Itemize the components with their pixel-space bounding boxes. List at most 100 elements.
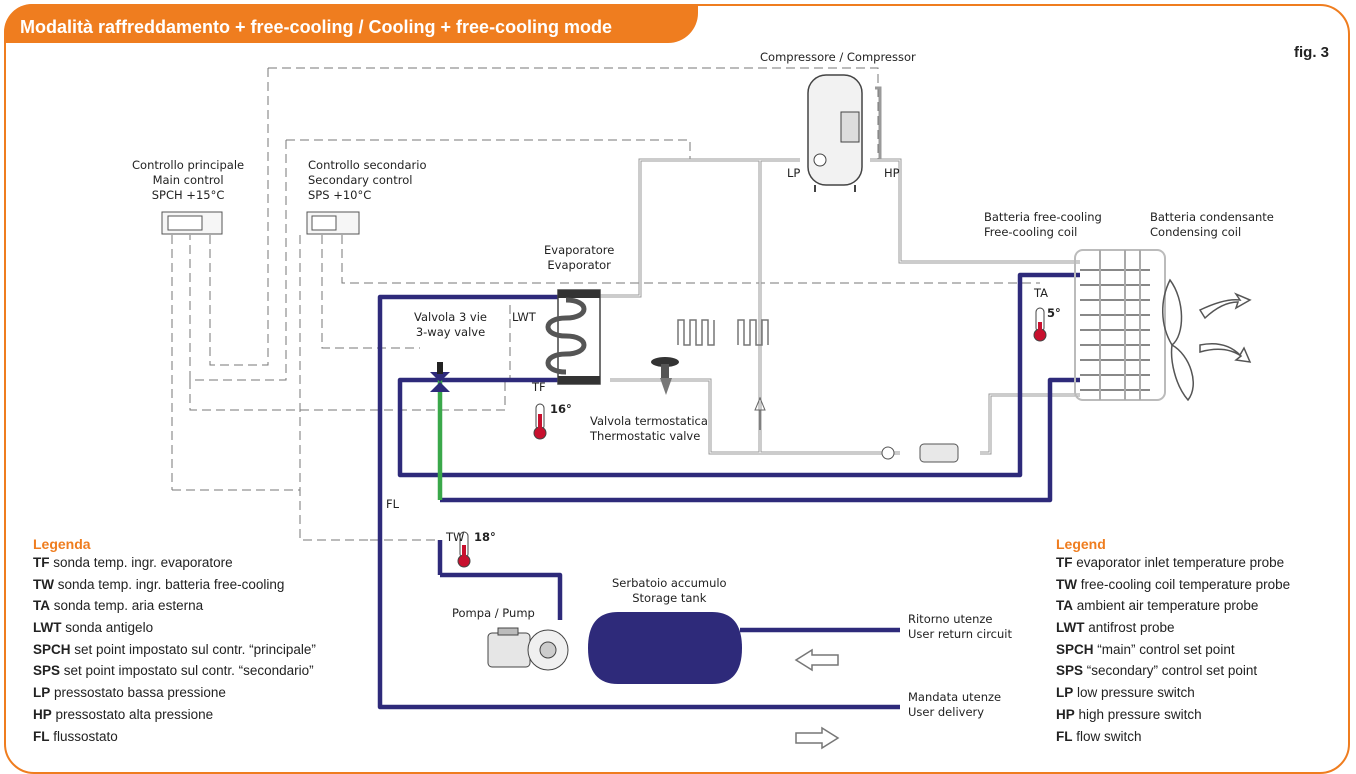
legend-text: evaporator inlet temperature probe — [1072, 555, 1285, 570]
title-banner: Modalità raffreddamento + free-cooling /… — [4, 4, 698, 43]
legend-text: free-cooling coil temperature probe — [1077, 576, 1291, 592]
legend-item: TA ambient air temperature probe — [1056, 595, 1290, 617]
pump-label: Pompa / Pump — [452, 606, 535, 620]
legend-item: TA sonda temp. aria esterna — [33, 595, 316, 617]
tw-label: TW — [446, 530, 465, 544]
compressor-label: Compressore / Compressor — [760, 50, 916, 64]
storage-tank-label: Serbatoio accumulo Storage tank — [612, 576, 727, 605]
pump-drawing — [487, 627, 569, 671]
legend-code: SPCH — [1056, 641, 1094, 657]
legend-item: LP pressostato bassa pressione — [33, 682, 316, 704]
legend-code: SPCH — [33, 641, 71, 657]
lwt-label: LWT — [512, 310, 536, 324]
legend-text: “main” control set point — [1093, 641, 1235, 657]
evaporator-label: Evaporatore Evaporator — [544, 243, 615, 272]
ta-value: 5° — [1047, 306, 1061, 320]
legend-en-title: Legend — [1056, 536, 1106, 552]
legend-code: TW — [1056, 576, 1077, 592]
coils-drawing — [1074, 249, 1166, 401]
legend-code: LWT — [33, 620, 62, 636]
legend-code: HP — [1056, 706, 1075, 722]
legend-code: FL — [1056, 728, 1073, 744]
legend-text: “secondary” control set point — [1083, 663, 1258, 679]
hp-label: HP — [884, 166, 900, 180]
legend-code: LP — [33, 685, 51, 701]
legend-item: TF evaporator inlet temperature probe — [1056, 552, 1290, 574]
legend-text: sonda temp. aria esterna — [50, 598, 204, 614]
legend-text: set point impostato sul contr. “principa… — [70, 641, 316, 657]
legend-text: sonda temp. ingr. batteria free-cooling — [54, 576, 285, 592]
legend-code: LWT — [1056, 620, 1085, 636]
compressor-drawing — [807, 74, 863, 192]
main-control-label: Controllo principale Main control SPCH +… — [132, 158, 245, 202]
liquid-line-components — [754, 396, 959, 463]
evaporator-drawing — [545, 289, 601, 385]
legend-text: pressostato alta pressione — [51, 706, 214, 722]
three-way-valve-drawing — [430, 362, 450, 392]
fl-label: FL — [386, 497, 400, 511]
legend-item: SPS set point impostato sul contr. “seco… — [33, 660, 316, 682]
control-units — [161, 211, 360, 235]
legend-it-title: Legenda — [33, 536, 91, 552]
fan-drawing — [1162, 278, 1252, 402]
legend-code: TF — [1056, 555, 1073, 570]
legend-code: LP — [1056, 685, 1074, 701]
legend-item: TW free-cooling coil temperature probe — [1056, 574, 1290, 596]
legend-item: SPS “secondary” control set point — [1056, 660, 1290, 682]
legend-text: pressostato bassa pressione — [50, 685, 226, 701]
user-delivery-label: Mandata utenze User delivery — [908, 690, 1002, 719]
legend-item: FL flow switch — [1056, 726, 1290, 748]
legend-text: antifrost probe — [1084, 620, 1175, 636]
legend-item: TW sonda temp. ingr. batteria free-cooli… — [33, 574, 316, 596]
legend-item: FL flussostato — [33, 726, 316, 748]
legend-code: TA — [33, 598, 50, 614]
flow-arrows — [794, 648, 840, 750]
legend-item: SPCH set point impostato sul contr. “pri… — [33, 639, 316, 661]
freecooling-coil-label: Batteria free-cooling Free-cooling coil — [984, 210, 1102, 239]
figure-number: fig. 3 — [1294, 44, 1330, 61]
legend-item: TF sonda temp. ingr. evaporatore — [33, 552, 316, 574]
legend-text: set point impostato sul contr. “secondar… — [60, 663, 314, 679]
water-circuit — [377, 272, 1080, 710]
ta-label: TA — [1034, 286, 1048, 300]
refrigerant-circuit-inner — [600, 159, 1080, 454]
tf-label: TF — [532, 380, 546, 394]
legend-text: flussostato — [49, 728, 118, 744]
figure-title: Modalità raffreddamento + free-cooling /… — [20, 17, 613, 37]
legend-code: TW — [33, 576, 54, 592]
tf-value: 16° — [550, 402, 572, 416]
legend-text: ambient air temperature probe — [1073, 598, 1259, 614]
legend-code: HP — [33, 706, 52, 722]
three-way-valve-label: Valvola 3 vie 3-way valve — [414, 310, 488, 339]
control-wiring — [171, 67, 1040, 541]
legend-item: LWT sonda antigelo — [33, 617, 316, 639]
storage-tank-drawing — [588, 612, 742, 684]
thermometers — [457, 307, 1047, 568]
legend-text: low pressure switch — [1073, 685, 1195, 701]
legend-item: SPCH “main” control set point — [1056, 639, 1290, 661]
legend-item: HP pressostato alta pressione — [33, 704, 316, 726]
legend-text: sonda antigelo — [61, 620, 154, 636]
legend-text: flow switch — [1072, 728, 1142, 744]
legend-text: high pressure switch — [1074, 706, 1202, 722]
lp-label: LP — [787, 166, 801, 180]
thermostatic-valve-label: Valvola termostatica Thermostatic valve — [590, 414, 708, 443]
thermostatic-valve-drawing — [651, 357, 679, 395]
legend-item: HP high pressure switch — [1056, 704, 1290, 726]
capillary-coils — [677, 319, 769, 346]
user-return-label: Ritorno utenze User return circuit — [908, 612, 1012, 641]
condensing-coil-label: Batteria condensante Condensing coil — [1150, 210, 1274, 239]
legend-item: LP low pressure switch — [1056, 682, 1290, 704]
legend-code: FL — [33, 728, 50, 744]
legend-code: TA — [1056, 598, 1073, 614]
legend-text: sonda temp. ingr. evaporatore — [49, 555, 233, 570]
tw-value: 18° — [474, 530, 496, 544]
legend-item: LWT antifrost probe — [1056, 617, 1290, 639]
legend-code: SPS — [33, 663, 61, 679]
secondary-control-label: Controllo secondario Secondary control S… — [308, 158, 427, 202]
legend-code: SPS — [1056, 663, 1084, 679]
legend-code: TF — [33, 555, 50, 570]
